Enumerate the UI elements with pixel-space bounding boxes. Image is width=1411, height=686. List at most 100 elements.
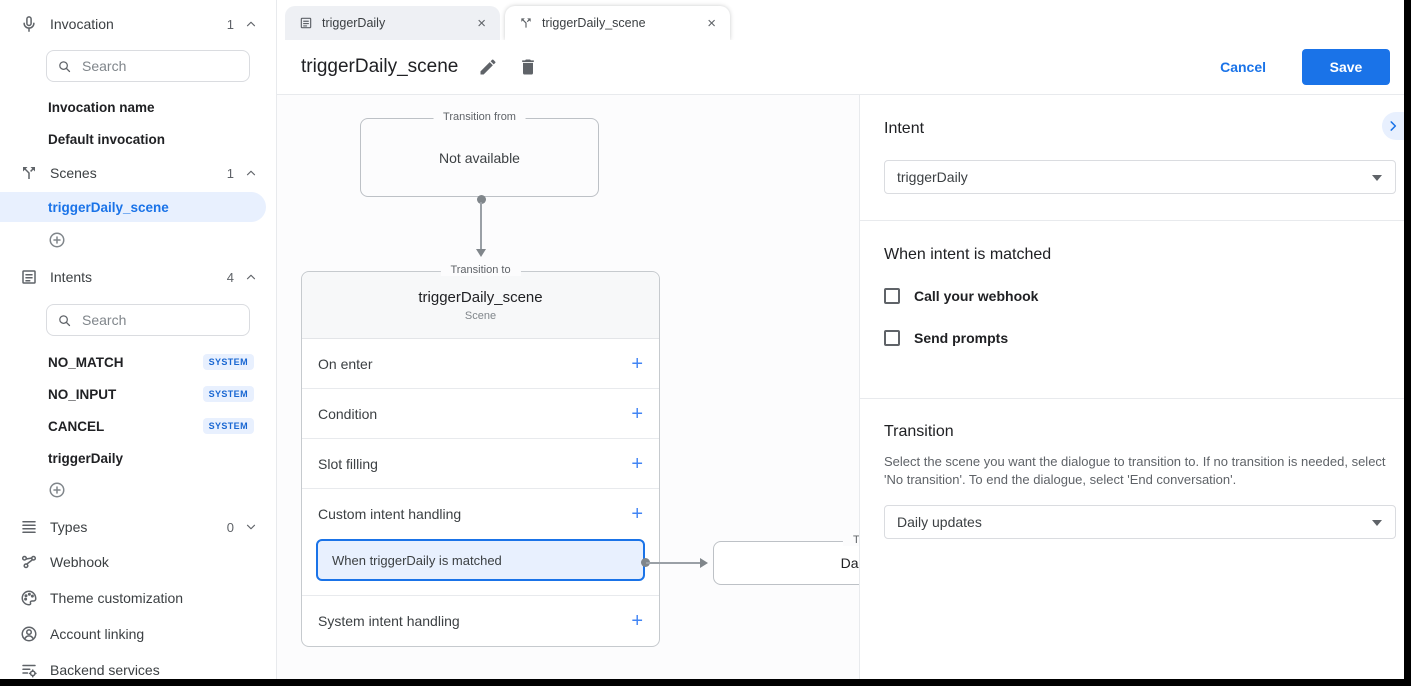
section-count: 4 xyxy=(226,269,234,285)
sidebar: Invocation 1 Invocation name Default inv… xyxy=(0,0,277,679)
intent-editor-panel: Intent triggerDaily When intent is match… xyxy=(860,95,1404,679)
tab-triggerdaily-scene[interactable]: triggerDaily_scene × xyxy=(505,6,730,40)
sidebar-item-triggerdaily-scene[interactable]: triggerDaily_scene xyxy=(0,192,266,222)
delete-icon[interactable] xyxy=(518,57,538,77)
account-circle-icon xyxy=(21,626,37,642)
search-icon xyxy=(59,60,71,72)
scene-card-subtitle: Scene xyxy=(464,310,497,322)
add-condition-button[interactable]: + xyxy=(631,402,643,425)
sidebar-item-invocation-name[interactable]: Invocation name xyxy=(48,100,155,115)
close-tab-icon[interactable]: × xyxy=(477,14,486,32)
sidebar-item-account-linking[interactable]: Account linking xyxy=(0,616,276,652)
row-custom-intent-handling: Custom intent handling + When triggerDai… xyxy=(302,489,659,596)
intents-icon xyxy=(22,270,36,284)
intents-search-input[interactable] xyxy=(82,312,239,328)
intent-heading: Intent xyxy=(884,120,925,137)
cancel-button[interactable]: Cancel xyxy=(1220,59,1266,75)
row-system-intent-handling: System intent handling + xyxy=(318,610,643,632)
daily-updates-content: Daily updates xyxy=(840,555,859,571)
add-slot-filling-button[interactable]: + xyxy=(631,452,643,475)
edit-icon[interactable] xyxy=(478,57,498,77)
connector-line xyxy=(480,202,482,250)
system-badge: SYSTEM xyxy=(202,386,254,402)
transition-to-label: Transition to xyxy=(842,534,859,546)
tab-triggerdaily[interactable]: triggerDaily × xyxy=(285,6,500,40)
scene-header: triggerDaily_scene Cancel Save xyxy=(277,40,1404,95)
section-label: Scenes xyxy=(50,165,97,181)
section-label: Types xyxy=(50,519,88,535)
chevron-right-icon xyxy=(1390,121,1397,131)
section-label: Invocation xyxy=(50,16,114,32)
sidebar-item-no-input[interactable]: NO_INPUT SYSTEM xyxy=(0,378,276,410)
add-on-enter-button[interactable]: + xyxy=(631,352,643,375)
transition-select-value: Daily updates xyxy=(897,514,982,530)
prompts-option-row: Send prompts xyxy=(884,330,1404,346)
connector-dot xyxy=(477,195,486,204)
intent-select[interactable]: triggerDaily xyxy=(884,160,1396,194)
matched-heading: When intent is matched xyxy=(884,246,1052,263)
call-webhook-checkbox[interactable] xyxy=(884,288,900,304)
collapse-panel-button[interactable] xyxy=(1382,112,1404,140)
tab-bar: triggerDaily × triggerDaily_scene × xyxy=(277,0,1404,40)
add-custom-intent-button[interactable]: + xyxy=(631,503,643,525)
add-intent-button[interactable] xyxy=(0,474,276,506)
sidebar-item-default-invocation[interactable]: Default invocation xyxy=(48,132,166,147)
add-scene-button[interactable] xyxy=(0,224,276,256)
sidebar-item-triggerdaily[interactable]: triggerDaily xyxy=(48,450,124,466)
transition-from-node: Transition from Not available xyxy=(360,111,599,197)
palette-icon xyxy=(21,590,37,606)
sidebar-section-intents[interactable]: Intents 4 xyxy=(0,260,276,294)
intents-search xyxy=(46,304,250,336)
chevron-up-icon xyxy=(246,274,256,280)
transition-from-content: Not available xyxy=(439,150,520,166)
section-count: 1 xyxy=(226,165,234,181)
page-title: triggerDaily_scene xyxy=(301,56,459,77)
transition-description: Select the scene you want the dialogue t… xyxy=(884,454,1386,487)
webhook-option-row: Call your webhook xyxy=(884,288,1404,304)
row-condition: Condition + xyxy=(302,389,659,439)
intent-handler-when-triggerdaily-matched[interactable]: When triggerDaily is matched xyxy=(316,539,645,581)
chevron-up-icon xyxy=(246,170,256,176)
section-count: 1 xyxy=(226,16,234,32)
sidebar-item-backend-services[interactable]: Backend services xyxy=(0,652,276,679)
divider xyxy=(860,398,1404,399)
content-area: Transition from Not available Transition… xyxy=(277,95,1404,679)
scenes-icon xyxy=(23,167,35,179)
chevron-down-icon xyxy=(246,524,256,530)
add-system-intent-button[interactable]: + xyxy=(631,610,643,632)
sidebar-item-webhook[interactable]: Webhook xyxy=(0,544,276,580)
transition-heading: Transition xyxy=(884,423,954,440)
sidebar-section-scenes[interactable]: Scenes 1 xyxy=(0,156,276,190)
backend-services-icon xyxy=(22,664,37,678)
invocation-search-input[interactable] xyxy=(82,58,239,74)
send-prompts-checkbox[interactable] xyxy=(884,330,900,346)
connector-dot xyxy=(641,558,650,567)
plus-circle-icon xyxy=(49,232,65,248)
scene-tab-icon xyxy=(521,18,531,28)
transition-select[interactable]: Daily updates xyxy=(884,505,1396,539)
screen-edge-bottom xyxy=(0,679,1411,686)
transition-to-label: Transition to xyxy=(440,264,521,276)
system-badge: SYSTEM xyxy=(202,418,254,434)
screen-edge-right xyxy=(1404,0,1411,686)
sidebar-section-invocation[interactable]: Invocation 1 xyxy=(0,8,276,40)
dropdown-caret-icon xyxy=(1372,520,1382,526)
sidebar-item-no-match[interactable]: NO_MATCH SYSTEM xyxy=(0,346,276,378)
intent-select-value: triggerDaily xyxy=(897,169,968,185)
connector-line xyxy=(646,562,700,564)
chevron-up-icon xyxy=(246,21,256,27)
save-button[interactable]: Save xyxy=(1302,49,1390,85)
close-tab-icon[interactable]: × xyxy=(707,14,716,32)
sidebar-section-types[interactable]: Types 0 xyxy=(0,510,276,544)
sidebar-item-cancel[interactable]: CANCEL SYSTEM xyxy=(0,410,276,442)
scene-card: Transition to triggerDaily_scene Scene O… xyxy=(301,264,660,647)
divider xyxy=(860,220,1404,221)
sidebar-item-theme-customization[interactable]: Theme customization xyxy=(0,580,276,616)
transition-from-label: Transition from xyxy=(433,111,526,123)
intent-tab-icon xyxy=(300,17,312,29)
webhook-icon xyxy=(21,555,37,569)
daily-updates-node[interactable]: Transition to Daily updates xyxy=(713,534,859,585)
scene-card-title: triggerDaily_scene xyxy=(418,289,543,306)
main-area: triggerDaily × triggerDaily_scene × trig… xyxy=(277,0,1404,679)
